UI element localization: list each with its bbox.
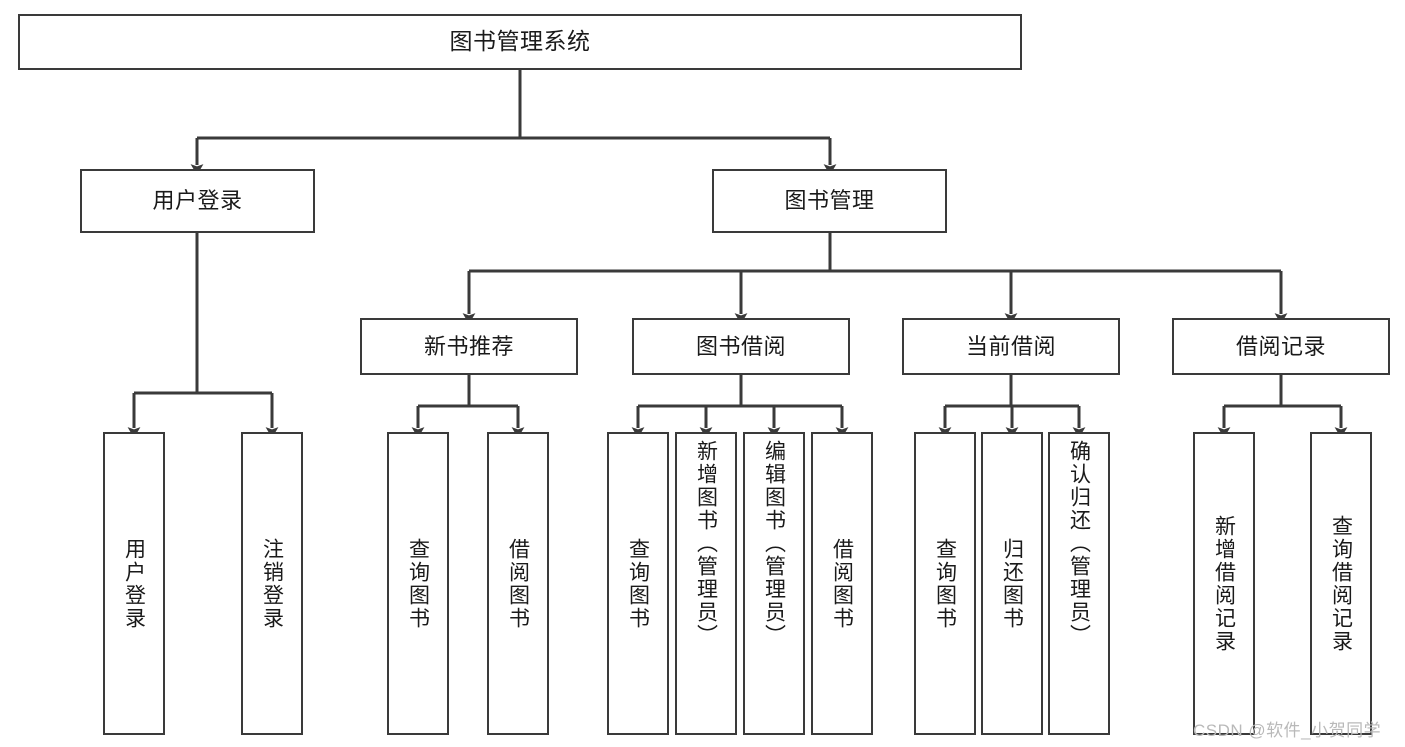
node-new-book-recommend[interactable]: 新书推荐 xyxy=(360,318,578,375)
leaf-return-book[interactable]: 归还图书 xyxy=(981,432,1043,735)
node-current-borrow[interactable]: 当前借阅 xyxy=(902,318,1120,375)
node-label: 当前借阅 xyxy=(965,333,1056,359)
node-label: 归还图书 xyxy=(1000,537,1024,630)
node-label: 借阅图书 xyxy=(830,537,854,630)
leaf-new-book-borrow[interactable]: 借阅图书 xyxy=(487,432,549,735)
node-label: 新书推荐 xyxy=(423,333,514,359)
leaf-add-borrow-record[interactable]: 新增借阅记录 xyxy=(1193,432,1255,735)
leaf-borrow-book[interactable]: 借阅图书 xyxy=(811,432,873,735)
node-label: 图书借阅 xyxy=(695,333,786,359)
node-book-management[interactable]: 图书管理 xyxy=(712,169,947,233)
node-label: 借阅记录 xyxy=(1235,333,1326,359)
watermark-text: CSDN @软件_小贺同学 xyxy=(1193,721,1382,740)
leaf-logout[interactable]: 注销登录 xyxy=(241,432,303,735)
leaf-borrow-query-book[interactable]: 查询图书 xyxy=(607,432,669,735)
node-label: 确认归还（管理员） xyxy=(1067,440,1091,647)
node-label: 编辑图书（管理员） xyxy=(762,440,786,647)
leaf-user-login[interactable]: 用户登录 xyxy=(103,432,165,735)
node-label: 注销登录 xyxy=(260,537,284,630)
node-label: 新增图书（管理员） xyxy=(694,440,718,647)
node-label: 图书管理 xyxy=(784,188,875,214)
node-label: 查询图书 xyxy=(626,537,650,630)
leaf-edit-book-admin[interactable]: 编辑图书（管理员） xyxy=(743,432,805,735)
node-label: 借阅图书 xyxy=(506,537,530,630)
node-label: 新增借阅记录 xyxy=(1212,514,1236,653)
node-label: 用户登录 xyxy=(122,537,146,630)
node-label: 用户登录 xyxy=(152,188,243,214)
node-label: 查询图书 xyxy=(406,537,430,630)
leaf-current-query-book[interactable]: 查询图书 xyxy=(914,432,976,735)
leaf-confirm-return-admin[interactable]: 确认归还（管理员） xyxy=(1048,432,1110,735)
node-borrow-record[interactable]: 借阅记录 xyxy=(1172,318,1390,375)
node-label: 图书管理系统 xyxy=(449,28,591,55)
node-root-book-management-system[interactable]: 图书管理系统 xyxy=(18,14,1022,70)
leaf-new-book-query[interactable]: 查询图书 xyxy=(387,432,449,735)
leaf-add-book-admin[interactable]: 新增图书（管理员） xyxy=(675,432,737,735)
leaf-query-borrow-record[interactable]: 查询借阅记录 xyxy=(1310,432,1372,735)
node-user-login[interactable]: 用户登录 xyxy=(80,169,315,233)
node-book-borrow[interactable]: 图书借阅 xyxy=(632,318,850,375)
node-label: 查询借阅记录 xyxy=(1329,514,1353,653)
node-label: 查询图书 xyxy=(933,537,957,630)
